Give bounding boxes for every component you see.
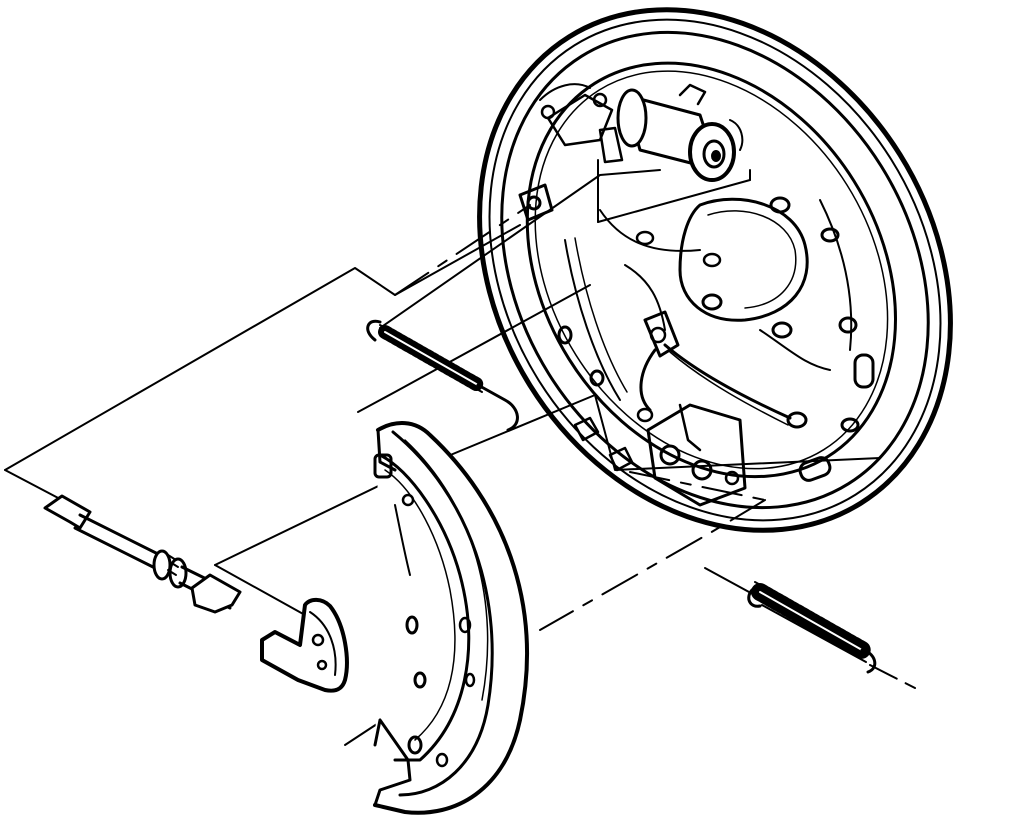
parking-brake-lever	[260, 597, 349, 693]
brake-shoe	[373, 421, 529, 815]
upper-return-spring	[366, 319, 519, 432]
lower-return-spring	[747, 581, 877, 674]
adjuster-assembly	[43, 494, 242, 614]
backing-plate	[477, 7, 953, 533]
wheel-cylinder	[598, 83, 744, 182]
